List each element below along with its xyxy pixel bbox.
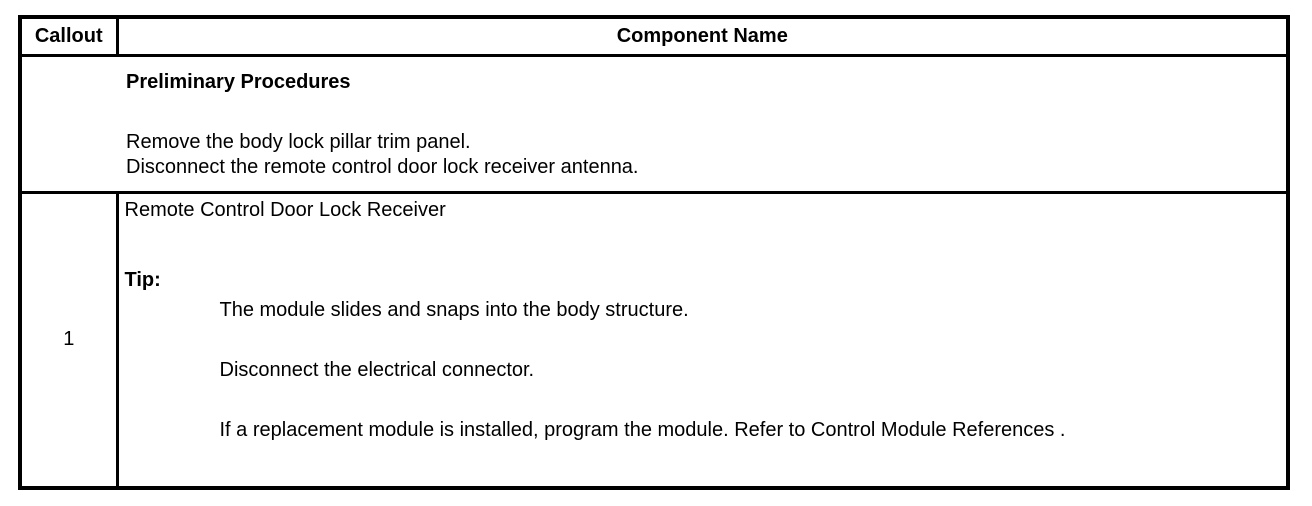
preliminary-procedures-cell: Preliminary Procedures Remove the body l… (18, 53, 1290, 194)
tip-list: The module slides and snaps into the bod… (220, 298, 1279, 443)
component-table: Callout Component Name Preliminary Proce… (18, 15, 1290, 490)
component-cell: Remote Control Door Lock Receiver Tip: T… (115, 190, 1290, 490)
callout-number: 1 (18, 190, 119, 490)
preliminary-procedures-row: Preliminary Procedures Remove the body l… (18, 53, 1290, 194)
preliminary-procedures-title: Preliminary Procedures (126, 70, 351, 93)
table-header-row: Callout Component Name (18, 15, 1290, 57)
tip-item: The module slides and snaps into the bod… (219, 298, 689, 321)
table-row: 1 Remote Control Door Lock Receiver Tip:… (18, 190, 1290, 490)
tip-label: Tip: (124, 268, 161, 291)
callout-column-header: Callout (18, 15, 119, 57)
component-name-column-header: Component Name (115, 15, 1290, 57)
tip-item: Disconnect the electrical connector. (219, 358, 535, 381)
preliminary-steps: Remove the body lock pillar trim panel. … (126, 130, 1278, 180)
preliminary-step: Remove the body lock pillar trim panel. (126, 130, 471, 153)
component-name: Remote Control Door Lock Receiver (124, 198, 446, 221)
preliminary-step: Disconnect the remote control door lock … (126, 155, 639, 178)
tip-item: If a replacement module is installed, pr… (219, 418, 1066, 441)
